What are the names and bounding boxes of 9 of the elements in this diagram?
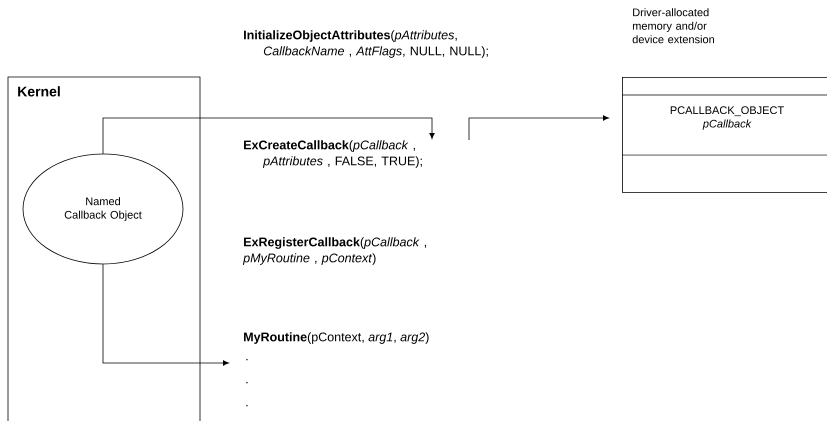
function-call: MyRoutine(pContext, arg1, arg2) . . . [244,332,429,406]
function-call: ExCreateCallback(pCallback , pAttributes , FALSE, TRUE); [244,140,422,168]
memory-table: PCALLBACK_OBJECT pCallback [622,77,827,193]
function-call: InitializeObjectAttributes(pAttributes, CallbackName , AttFlags, NULL, NULL); [244,30,488,58]
arrow [102,118,435,154]
function-call: ExRegisterCallback(pCallback , pMyRoutine , pContext) [242,237,426,265]
table-heading: Driver-allocated memory and/or device extension [632,8,714,44]
arrow [102,264,229,366]
arrow [468,115,609,140]
